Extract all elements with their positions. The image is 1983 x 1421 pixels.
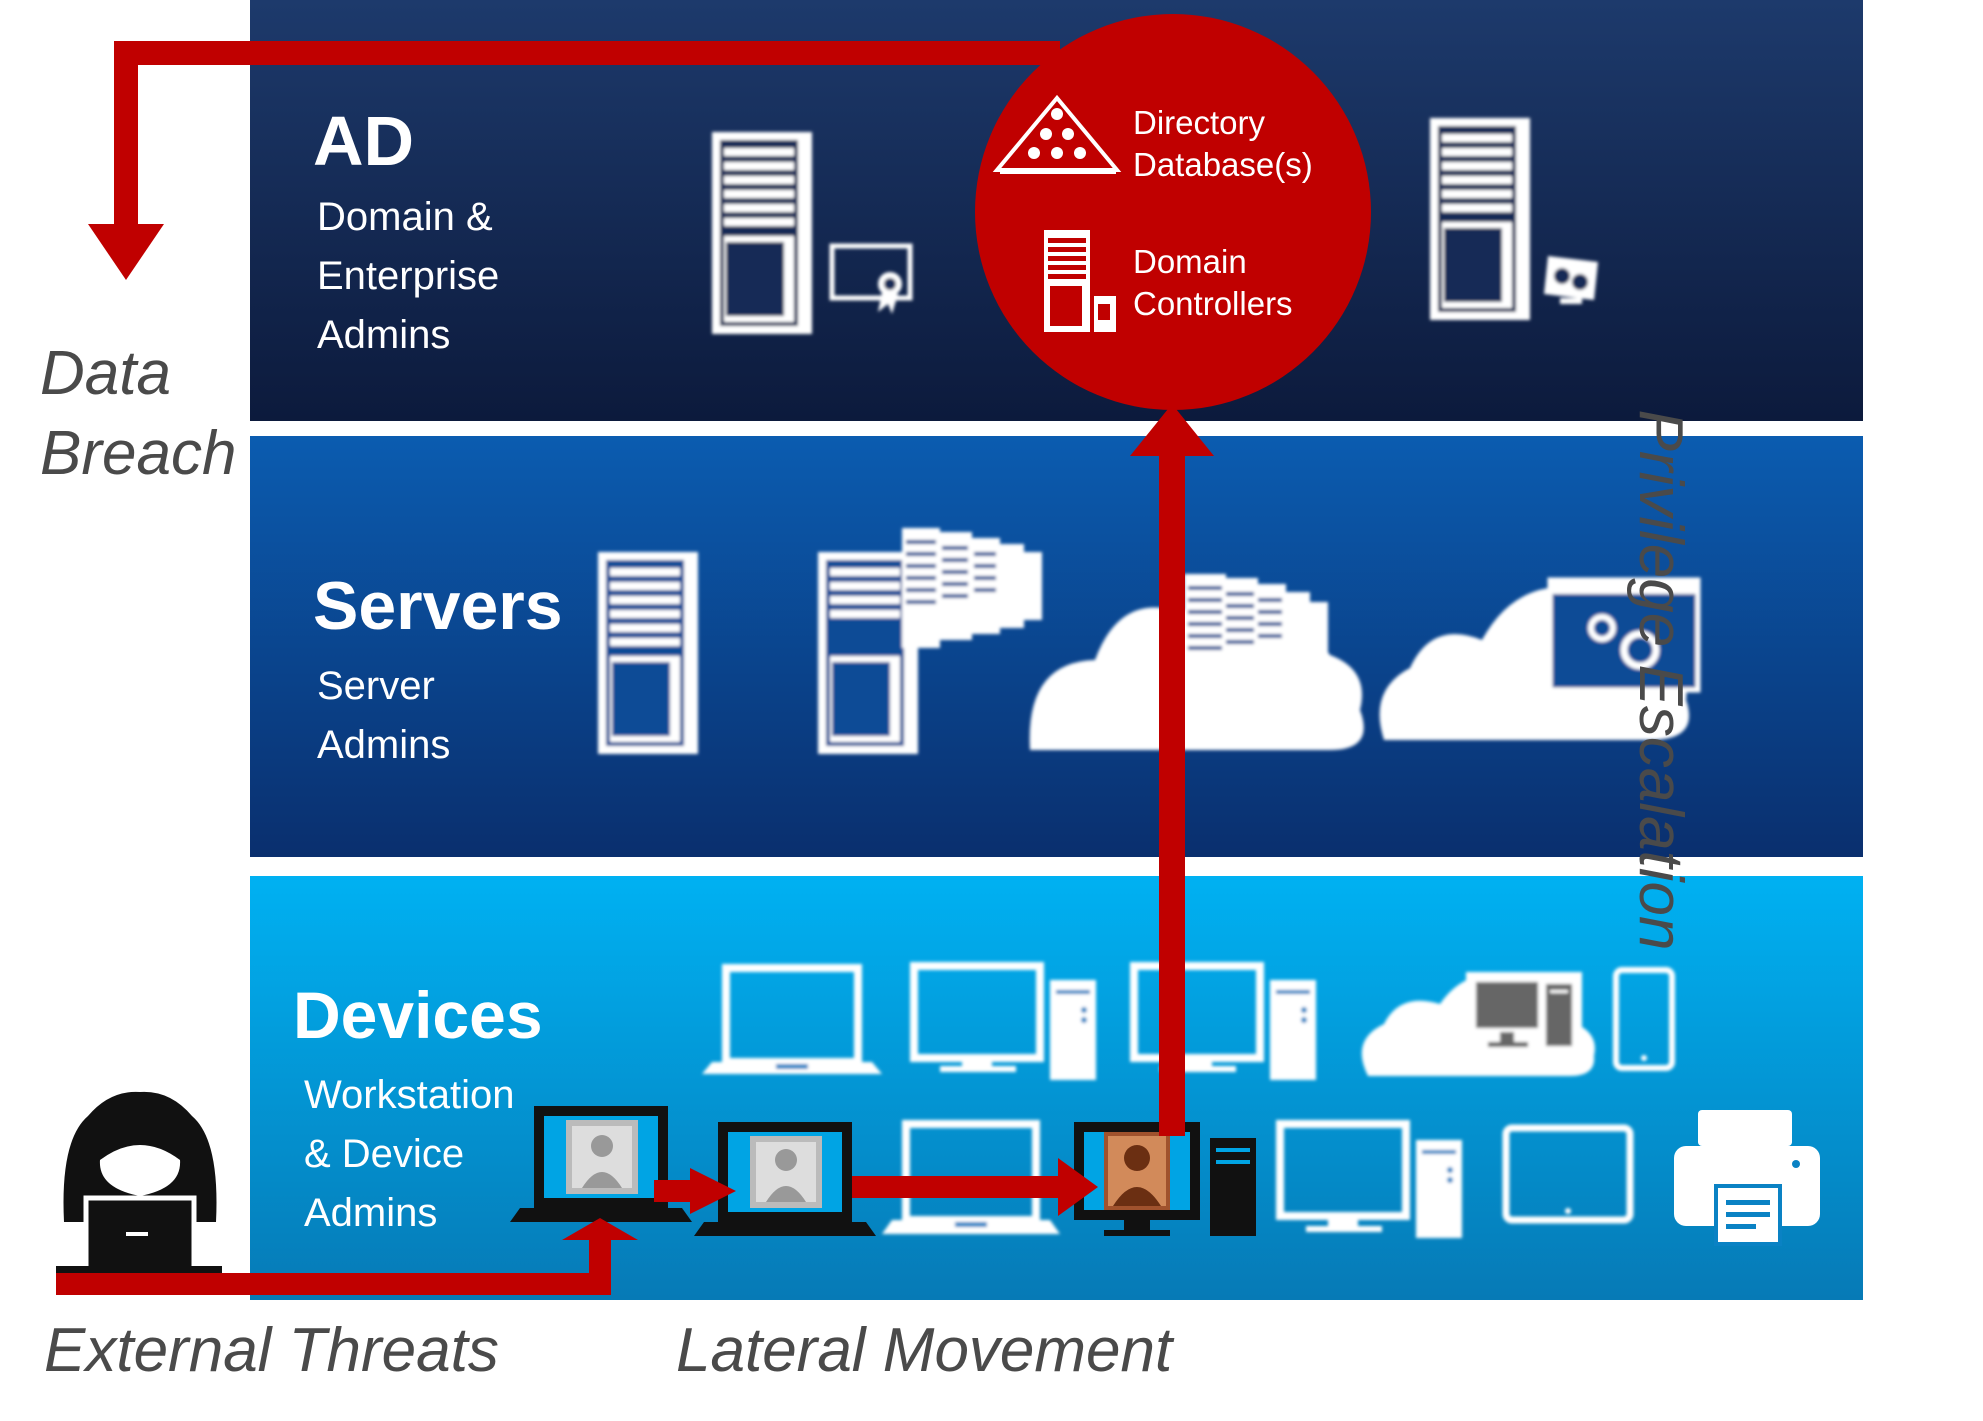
hacker-icon xyxy=(56,1091,222,1276)
servers-subtitle-line: Admins xyxy=(317,723,451,767)
lateral-movement-arrow-1 xyxy=(654,1168,736,1214)
ad-subtitle-line: Admins xyxy=(317,313,451,357)
server-certificate-icon xyxy=(712,132,913,334)
devices-subtitle-line: Admins xyxy=(304,1191,438,1235)
laptop-icon-2 xyxy=(882,1120,1060,1234)
server-management-icon xyxy=(1430,118,1598,320)
desktop-icon-2 xyxy=(1130,962,1316,1080)
devices-tier-subtitle: Workstation & Device Admins xyxy=(304,1066,514,1243)
servers-tier-title: Servers xyxy=(313,568,563,644)
devices-subtitle-line: & Device xyxy=(304,1132,465,1176)
compromised-laptop-icon xyxy=(510,1106,692,1222)
servers-subtitle-line: Server xyxy=(317,664,435,708)
external-threat-arrow xyxy=(56,1218,638,1295)
printer-icon xyxy=(1674,1110,1820,1246)
cloud-servers-icon xyxy=(1029,574,1364,750)
privilege-escalation-arrow xyxy=(1130,404,1214,1136)
domain-controller-icon xyxy=(1044,230,1116,332)
tablet-icon-2 xyxy=(1502,1124,1634,1224)
servers-tier-subtitle: Server Admins xyxy=(317,657,450,775)
desktop-icon xyxy=(910,962,1096,1080)
directory-database-icon xyxy=(992,94,1122,174)
devices-tier-title: Devices xyxy=(293,978,543,1052)
lateral-movement-arrow-2 xyxy=(852,1158,1098,1216)
directory-database-label: Directory Database(s) xyxy=(1133,104,1313,183)
data-breach-arrow xyxy=(88,41,1060,280)
data-breach-label: Data Breach xyxy=(40,339,237,488)
ad-subtitle-line: Enterprise xyxy=(317,254,500,298)
domain-controllers-label: Domain Controllers xyxy=(1133,243,1293,322)
ad-subtitle-line: Domain & xyxy=(317,195,493,239)
server-farm-icon xyxy=(818,528,1042,754)
compromised-laptop-icon-2 xyxy=(694,1122,876,1236)
devices-subtitle-line: Workstation xyxy=(304,1073,515,1117)
server-icon xyxy=(598,552,698,754)
cloud-desktop-icon xyxy=(1361,972,1595,1076)
compromised-desktop-icon xyxy=(1074,1122,1256,1236)
cloud-app-icon xyxy=(1379,577,1701,740)
lateral-movement-label: Lateral Movement xyxy=(676,1316,1173,1385)
ad-tier-subtitle: Domain & Enterprise Admins xyxy=(317,188,499,365)
ad-red-circle xyxy=(975,14,1371,410)
tablet-icon xyxy=(1613,967,1675,1071)
privilege-escalation-label: Privilege Escalation xyxy=(1626,409,1695,951)
external-threats-label: External Threats xyxy=(44,1316,499,1385)
laptop-icon xyxy=(702,964,882,1074)
desktop-icon-3 xyxy=(1276,1120,1462,1238)
ad-tier-title: AD xyxy=(313,102,415,180)
